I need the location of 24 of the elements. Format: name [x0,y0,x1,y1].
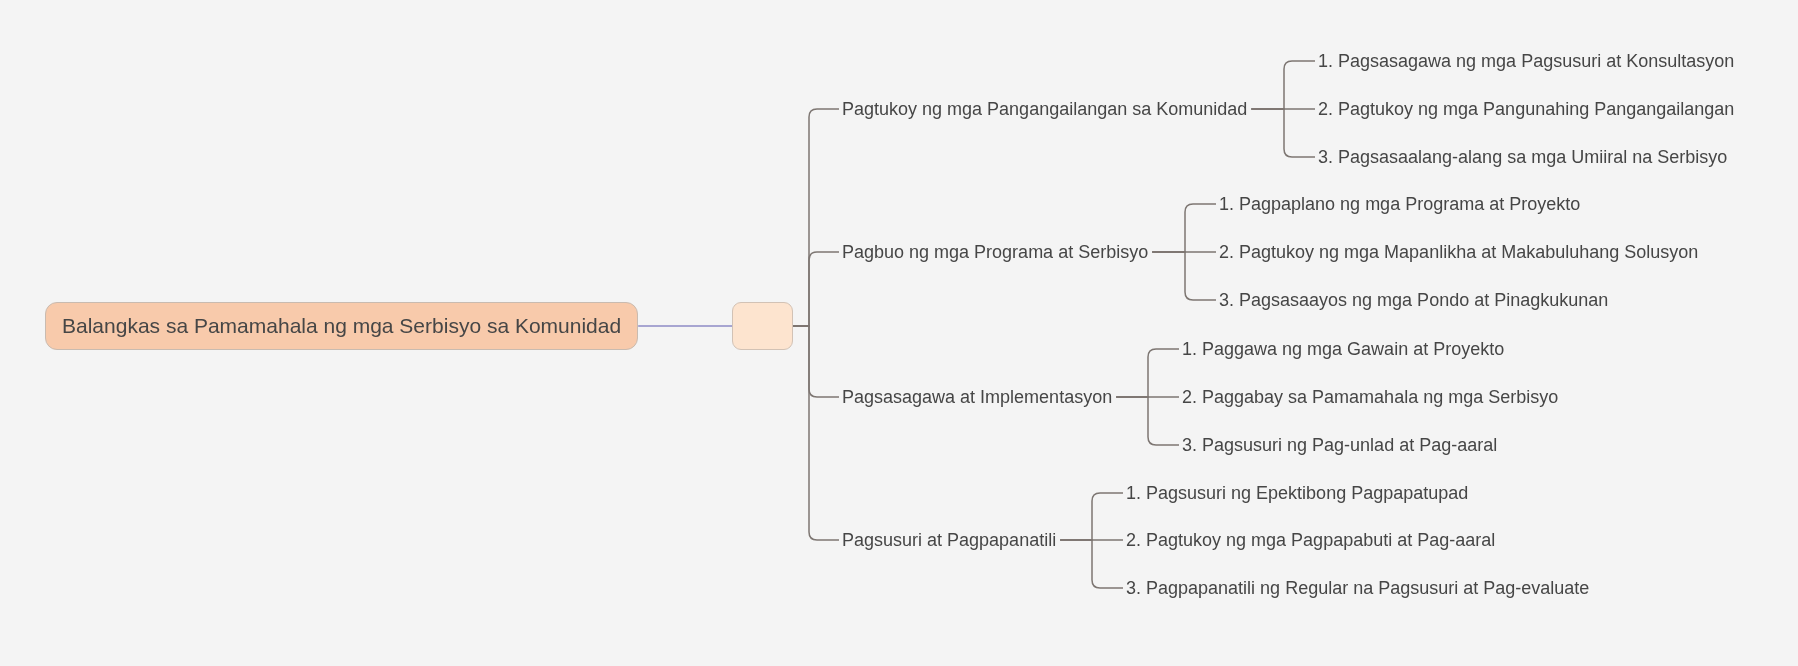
branch-label: Pagsasagawa at Implementasyon [842,386,1113,408]
subtopic-label: 2. Paggabay sa Pamamahala ng mga Serbisyo [1182,386,1559,408]
connector-line [637,325,733,327]
subtopic-label: 3. Pagsasaayos ng mga Pondo at Pinagkukunan [1219,289,1609,311]
subtopic-label: 2. Pagtukoy ng mga Pangunahing Pangangailangan [1318,98,1735,120]
subtopic-label: 2. Pagtukoy ng mga Mapanlikha at Makabuluhang Solusyon [1219,241,1699,263]
subtopic-label: 3. Pagpapanatili ng Regular na Pagsusuri at Pag-evaluate [1126,577,1590,599]
subtopic-label: 2. Pagtukoy ng mga Pagpapabuti at Pag-aaral [1126,529,1496,551]
subtopic-label: 1. Pagsasagawa ng mga Pagsusuri at Konsultasyon [1318,50,1735,72]
topic-box [732,302,793,350]
subtopic-label: 1. Paggawa ng mga Gawain at Proyekto [1182,338,1505,360]
connector-line [792,325,840,541]
subtopic-label: 1. Pagsusuri ng Epektibong Pagpapatupad [1126,482,1469,504]
subtopic-label: 3. Pagsasaalang-alang sa mga Umiiral na Serbisyo [1318,146,1728,168]
connector-line [1250,108,1316,158]
connector-line [1151,251,1217,301]
subtopic-label: 1. Pagpaplano ng mga Programa at Proyekto [1219,193,1581,215]
branch-label: Pagtukoy ng mga Pangangailangan sa Komunidad [842,98,1248,120]
connector-line [1115,396,1180,446]
subtopic-label: 3. Pagsusuri ng Pag-unlad at Pag-aaral [1182,434,1498,456]
root-topic: Balangkas sa Pamamahala ng mga Serbisyo sa Komunidad [45,302,639,350]
branch-label: Pagbuo ng mga Programa at Serbisyo [842,241,1149,263]
connector-line [1059,539,1124,589]
branch-label: Pagsusuri at Pagpapanatili [842,529,1057,551]
